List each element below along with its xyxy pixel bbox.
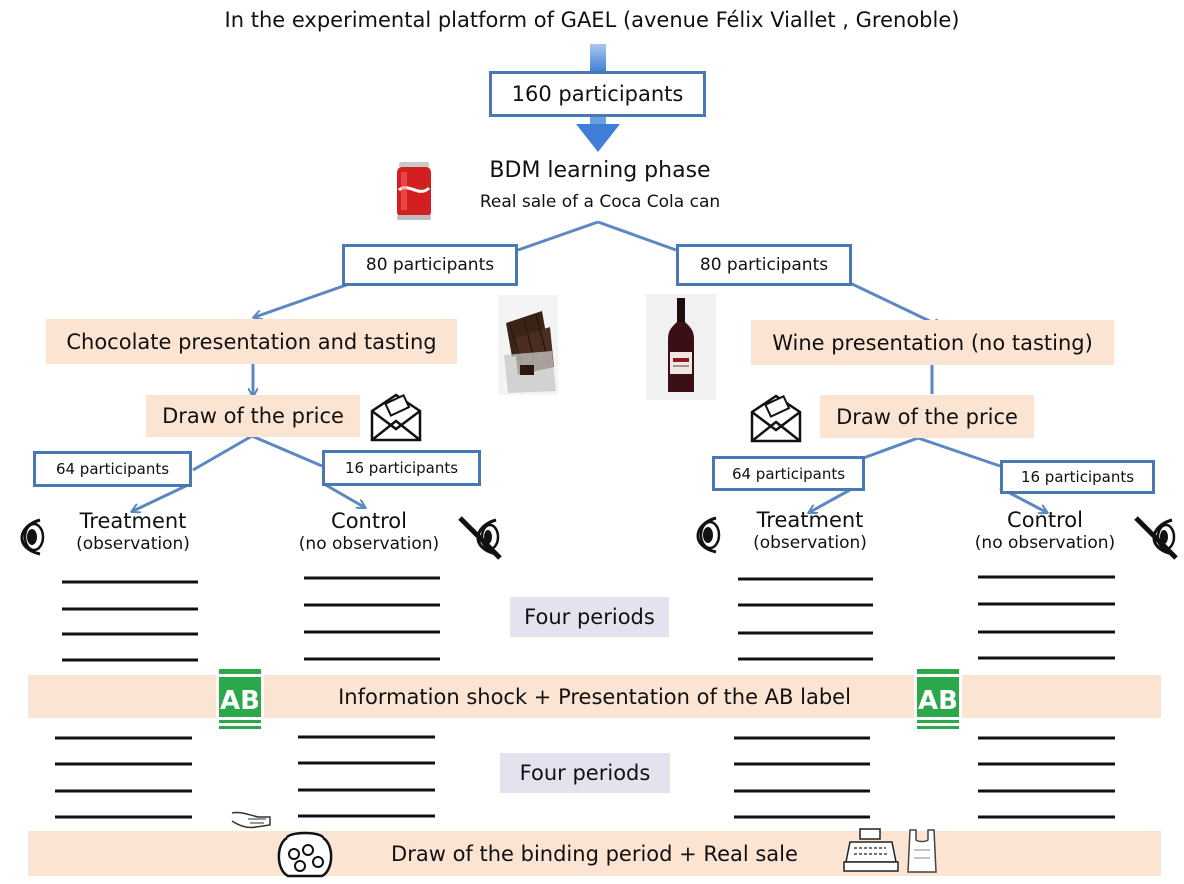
information-shock-bar: Information shock + Presentation of the …	[28, 675, 1161, 718]
ab-logo-text: AB	[220, 686, 260, 716]
chocolate-bar-icon	[498, 295, 558, 395]
right-treatment-label: Treatment (observation)	[753, 508, 867, 554]
envelope-icon	[369, 391, 423, 443]
cash-register-icon	[842, 826, 900, 874]
eye-icon	[10, 516, 46, 558]
four-periods-second: Four periods	[500, 753, 670, 793]
left-draw-price: Draw of the price	[146, 395, 360, 437]
coca-cola-can-icon	[393, 160, 435, 222]
left-control-count-box: 16 participants	[322, 450, 481, 486]
right-control-label: Control (no observation)	[974, 508, 1116, 554]
left-treatment-count-box: 64 participants	[33, 451, 192, 487]
left-control-label: Control (no observation)	[298, 509, 440, 555]
eye-icon	[688, 514, 722, 556]
wine-bottle-icon	[646, 294, 716, 400]
right-draw-price: Draw of the price	[820, 395, 1034, 438]
crossed-eye-icon	[456, 512, 504, 562]
ab-label-icon: AB	[216, 665, 264, 731]
shopping-bag-icon	[904, 826, 940, 876]
four-periods-first: Four periods	[510, 597, 669, 637]
envelope-icon	[749, 392, 803, 444]
crossed-eye-icon	[1132, 512, 1180, 562]
bdm-subtitle: Real sale of a Coca Cola can	[479, 192, 721, 212]
binding-period-bar: Draw of the binding period + Real sale	[28, 831, 1161, 876]
page-title: In the experimental platform of GAEL (av…	[224, 8, 960, 32]
chocolate-presentation: Chocolate presentation and tasting	[46, 319, 457, 364]
ab-label-icon: AB	[914, 665, 962, 731]
right-control-count-box: 16 participants	[1000, 460, 1155, 494]
left-treatment-label: Treatment (observation)	[76, 509, 190, 555]
lottery-jar-icon	[274, 830, 336, 880]
right-treatment-count-box: 64 participants	[712, 456, 865, 491]
total-participants-box: 160 participants	[489, 71, 706, 117]
wine-presentation: Wine presentation (no tasting)	[751, 320, 1114, 365]
ab-logo-text: AB	[918, 686, 958, 716]
bdm-title: BDM learning phase	[489, 158, 711, 183]
hand-icon	[228, 805, 274, 835]
left-branch-count-box: 80 participants	[342, 244, 518, 286]
right-branch-count-box: 80 participants	[676, 244, 852, 286]
